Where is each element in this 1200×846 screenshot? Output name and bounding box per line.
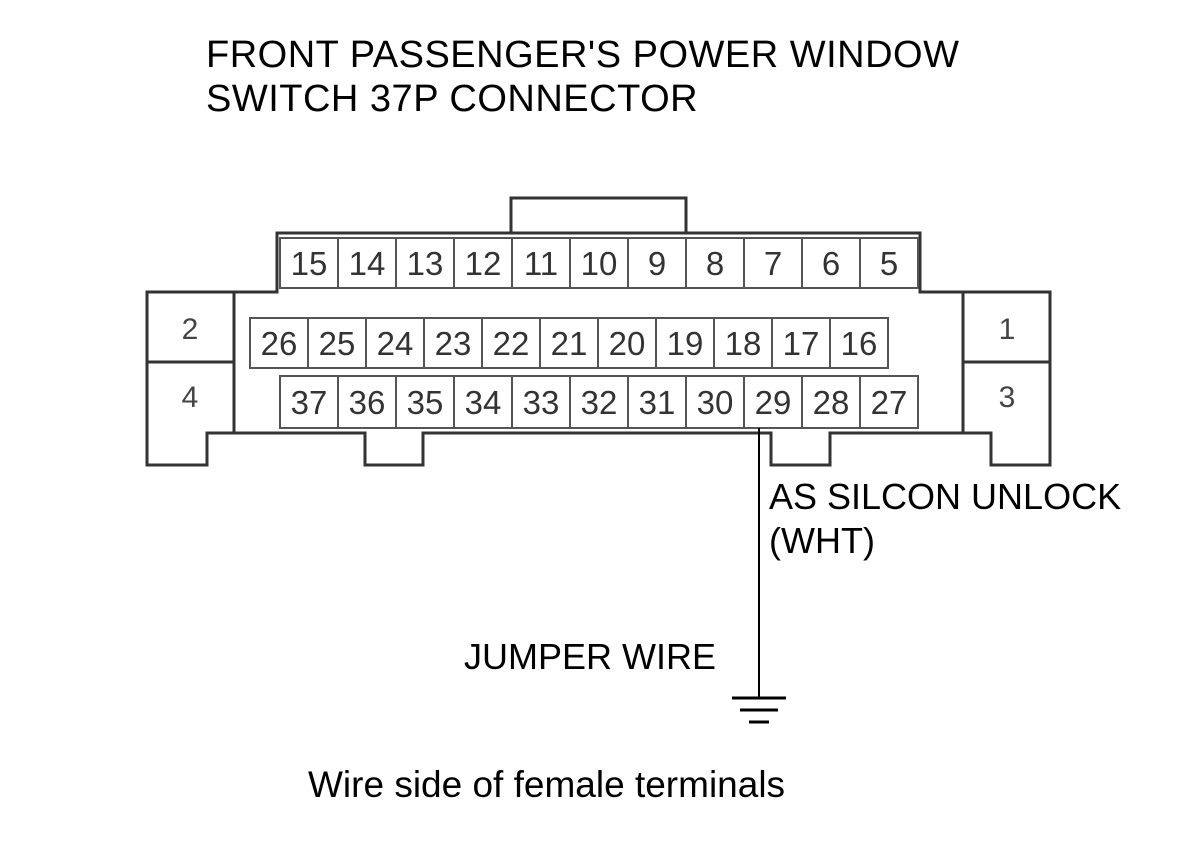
terminal-label-17: 17 bbox=[783, 325, 820, 362]
connector-body bbox=[145, 231, 1052, 467]
wire-label-line2: (WHT) bbox=[769, 520, 875, 561]
terminal-label-35: 35 bbox=[407, 384, 444, 421]
terminal-label-7: 7 bbox=[764, 245, 782, 282]
terminal-label-30: 30 bbox=[697, 384, 734, 421]
middle-terminal-row: 26 25 24 23 22 21 20 19 18 17 16 bbox=[249, 317, 889, 369]
terminal-label-28: 28 bbox=[813, 384, 850, 421]
right-column-terminal-3: 3 bbox=[999, 381, 1016, 414]
terminal-label-13: 13 bbox=[407, 245, 444, 282]
middle-row-cell-16 bbox=[829, 317, 889, 369]
terminal-label-15: 15 bbox=[291, 245, 328, 282]
terminal-label-23: 23 bbox=[435, 325, 472, 362]
terminal-label-10: 10 bbox=[581, 245, 618, 282]
diagram-title-line2: SWITCH 37P CONNECTOR bbox=[206, 78, 699, 120]
terminal-label-11: 11 bbox=[524, 245, 558, 282]
terminal-label-12: 12 bbox=[465, 245, 502, 282]
left-column-terminal-4: 4 bbox=[182, 381, 199, 414]
ground-symbol-icon bbox=[732, 696, 786, 724]
top-terminal-row: 15 14 13 12 11 10 9 8 7 6 5 bbox=[279, 237, 919, 289]
top-row-cell-5 bbox=[859, 237, 919, 289]
left-column-terminal-2: 2 bbox=[182, 313, 199, 346]
terminal-label-18: 18 bbox=[725, 325, 762, 362]
terminal-label-20: 20 bbox=[609, 325, 646, 362]
diagram-caption: Wire side of female terminals bbox=[308, 764, 786, 805]
wire-label-line1: AS SILCON UNLOCK bbox=[769, 476, 1122, 517]
jumper-wire-label: JUMPER WIRE bbox=[464, 636, 716, 677]
terminal-label-9: 9 bbox=[648, 245, 666, 282]
terminal-label-26: 26 bbox=[261, 325, 298, 362]
terminal-label-34: 34 bbox=[465, 384, 502, 421]
terminal-label-5: 5 bbox=[880, 245, 898, 282]
terminal-label-31: 31 bbox=[639, 384, 676, 421]
terminal-label-36: 36 bbox=[349, 384, 386, 421]
terminal-label-8: 8 bbox=[706, 245, 724, 282]
terminal-label-6: 6 bbox=[822, 245, 840, 282]
terminal-label-24: 24 bbox=[377, 325, 414, 362]
diagram-title-line1: FRONT PASSENGER'S POWER WINDOW bbox=[206, 34, 960, 76]
bottom-terminal-row: 37 36 35 34 33 32 31 30 29 28 27 bbox=[279, 375, 919, 429]
terminal-label-33: 33 bbox=[523, 384, 560, 421]
terminal-label-25: 25 bbox=[319, 325, 356, 362]
connector-latch bbox=[509, 196, 688, 233]
terminal-label-22: 22 bbox=[493, 325, 530, 362]
terminal-label-27: 27 bbox=[871, 384, 908, 421]
terminal-label-19: 19 bbox=[667, 325, 704, 362]
terminal-label-29: 29 bbox=[755, 384, 792, 421]
right-column-terminal-1: 1 bbox=[999, 313, 1016, 346]
terminal-label-14: 14 bbox=[349, 245, 386, 282]
terminal-label-37: 37 bbox=[291, 384, 328, 421]
terminal-label-21: 21 bbox=[551, 325, 588, 362]
terminal-label-32: 32 bbox=[581, 384, 618, 421]
terminal-label-16: 16 bbox=[841, 325, 878, 362]
bottom-row-cell-27 bbox=[859, 375, 919, 429]
